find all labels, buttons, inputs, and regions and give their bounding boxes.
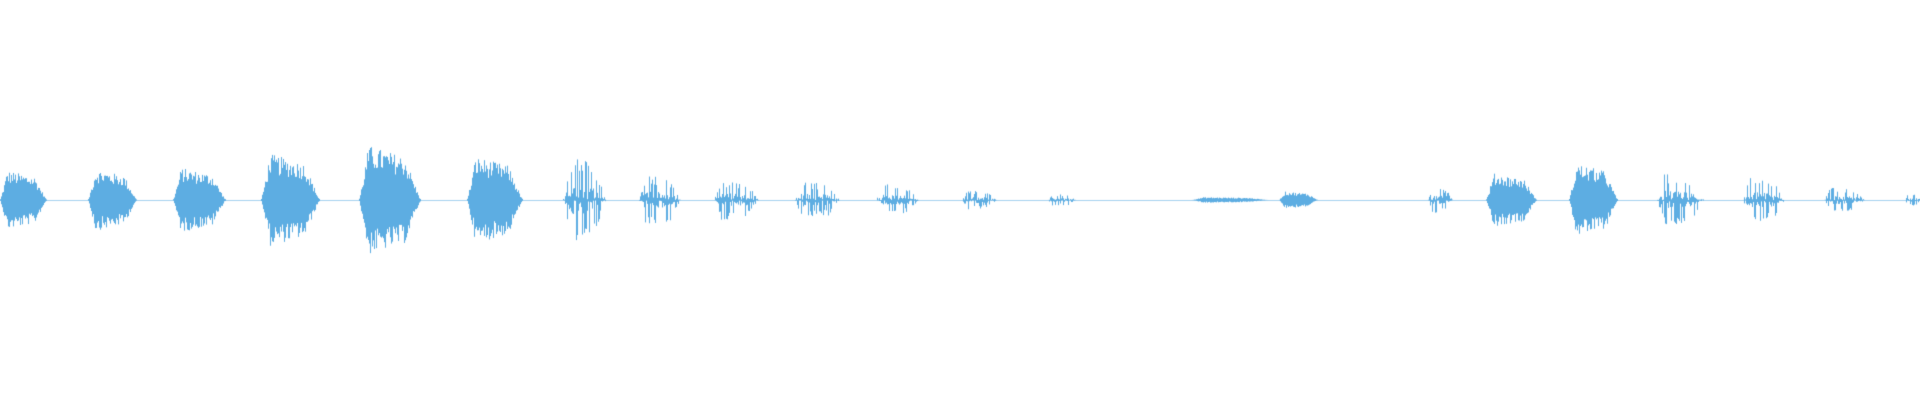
waveform-canvas xyxy=(0,0,1920,400)
audio-waveform xyxy=(0,0,1920,400)
